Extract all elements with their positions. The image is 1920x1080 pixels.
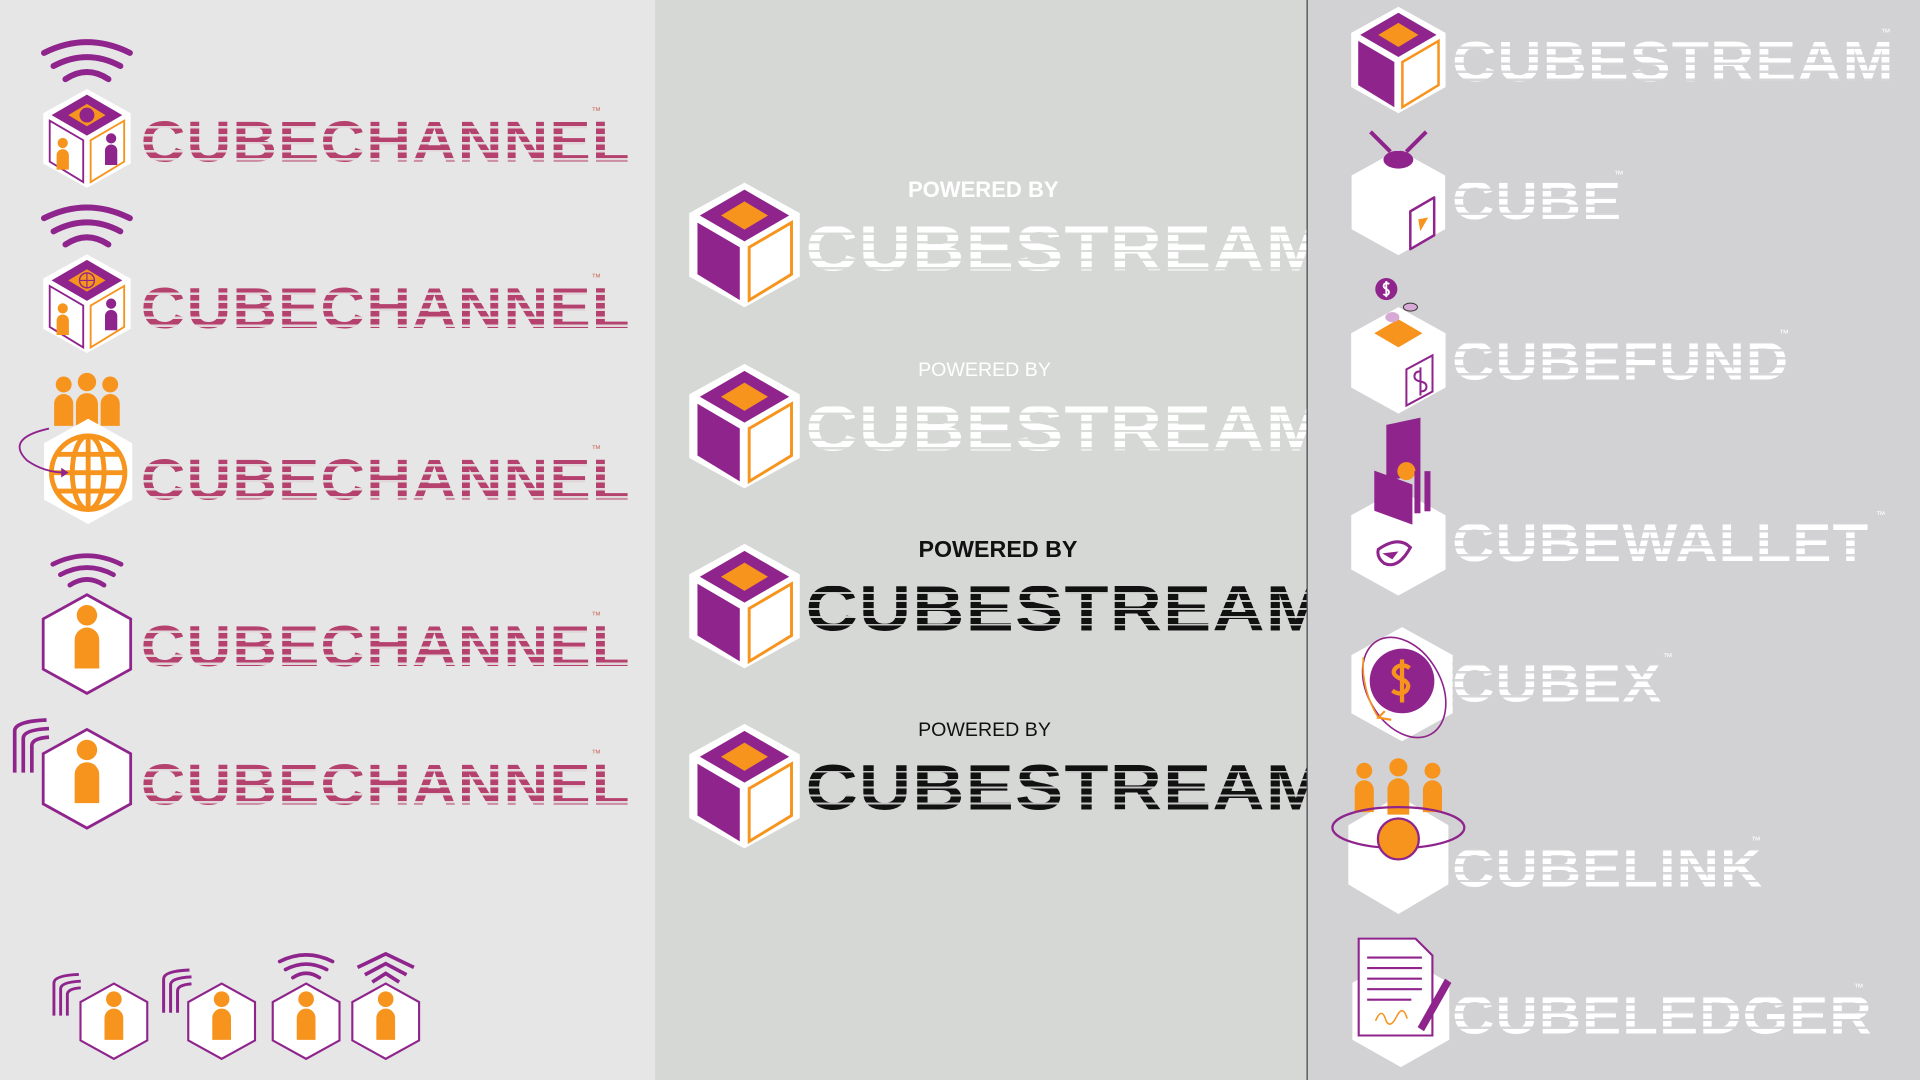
cubestream-cube-icon: [686, 179, 804, 311]
trademark: ™: [591, 748, 602, 760]
person-hex-small-icon: [271, 982, 342, 1061]
trademark: ™: [591, 443, 602, 455]
powered-by-panel: POWERED BY CUBESTREAM POWERED BY CUBESTR…: [655, 0, 1328, 1080]
cubestream-cube-icon: [686, 360, 804, 492]
trademark: ™: [591, 271, 602, 283]
cubestream-wordmark: CUBESTREAM: [805, 214, 1328, 286]
cubechannel-wordmark: CUBECHANNEL: [140, 613, 631, 679]
wifi-icon: [39, 204, 135, 250]
people-group-icon: [47, 372, 128, 433]
trademark: ™: [591, 609, 602, 621]
cubestream-wordmark: CUBESTREAM: [805, 753, 1328, 825]
person-hex-icon: [40, 727, 133, 830]
powered-by-label: POWERED BY: [918, 720, 1051, 741]
powered-by-label: POWERED BY: [907, 177, 1059, 203]
wallet-cube-icon: [1348, 417, 1448, 598]
corner-wifi-icon: [162, 967, 194, 1016]
cubeledger-wordmark: CUBELEDGER: [1452, 985, 1873, 1046]
cubestream-cube-icon: [686, 540, 804, 672]
globe-orbit-icon: [12, 411, 134, 529]
wifi-icon: [39, 39, 135, 84]
cube-globe-icon: [40, 251, 133, 356]
trademark: ™: [1779, 328, 1789, 340]
corner-wifi-icon: [51, 972, 83, 1017]
person-hex-small-icon: [78, 982, 149, 1061]
wifi-icon: [277, 953, 336, 982]
cubestream-cube-icon: [686, 720, 804, 852]
powered-by-label: POWERED BY: [918, 360, 1051, 381]
person-hex-icon: [40, 593, 133, 696]
cubechannel-wordmark: CUBECHANNEL: [140, 751, 631, 817]
person-hex-small-icon: [350, 982, 421, 1061]
trademark: ™: [1875, 509, 1886, 521]
cube-wordmark: CUBE: [1452, 171, 1623, 232]
cubechannel-panel: CUBECHANNEL ™ CUBECHANNEL ™ CUBECHANNEL …: [0, 0, 656, 1080]
trademark: ™: [1751, 835, 1761, 847]
cubestream-wordmark: CUBESTREAM: [805, 574, 1328, 646]
cubechannel-wordmark: CUBECHANNEL: [140, 275, 631, 341]
fund-cube-icon: [1348, 274, 1448, 416]
exchange-cube-icon: [1348, 624, 1456, 742]
cubechannel-wordmark: CUBECHANNEL: [140, 446, 631, 512]
cubefund-wordmark: CUBEFUND: [1452, 331, 1790, 392]
cubewallet-wordmark: CUBEWALLET: [1452, 513, 1870, 574]
link-cube-icon: [1330, 758, 1467, 921]
person-hex-small-icon: [186, 982, 257, 1061]
trademark: ™: [1613, 168, 1624, 181]
product-family-panel: CUBESTREAM ™ CUBE ™ CUBEFUND ™ CUBEWALLE…: [1306, 0, 1920, 1080]
wifi-icon: [49, 553, 125, 590]
cube-people-icon: [40, 86, 133, 191]
trademark: ™: [591, 105, 602, 117]
signal-chevron-icon: [353, 950, 419, 984]
tv-cube-icon: [1348, 130, 1448, 257]
cubex-wordmark: CUBEX: [1452, 653, 1663, 714]
trademark: ™: [1880, 26, 1891, 38]
trademark: ™: [1662, 651, 1673, 663]
cubestream-wordmark: CUBESTREAM: [1452, 29, 1895, 94]
powered-by-label: POWERED BY: [918, 537, 1078, 564]
ledger-cube-icon: [1348, 933, 1453, 1073]
cubechannel-wordmark: CUBECHANNEL: [140, 108, 631, 174]
corner-wifi-icon: [12, 718, 51, 775]
cubestream-cube-icon: [1348, 2, 1448, 117]
cubestream-wordmark: CUBESTREAM: [805, 394, 1328, 466]
cubelink-wordmark: CUBELINK: [1452, 838, 1764, 899]
trademark: ™: [1853, 982, 1864, 994]
